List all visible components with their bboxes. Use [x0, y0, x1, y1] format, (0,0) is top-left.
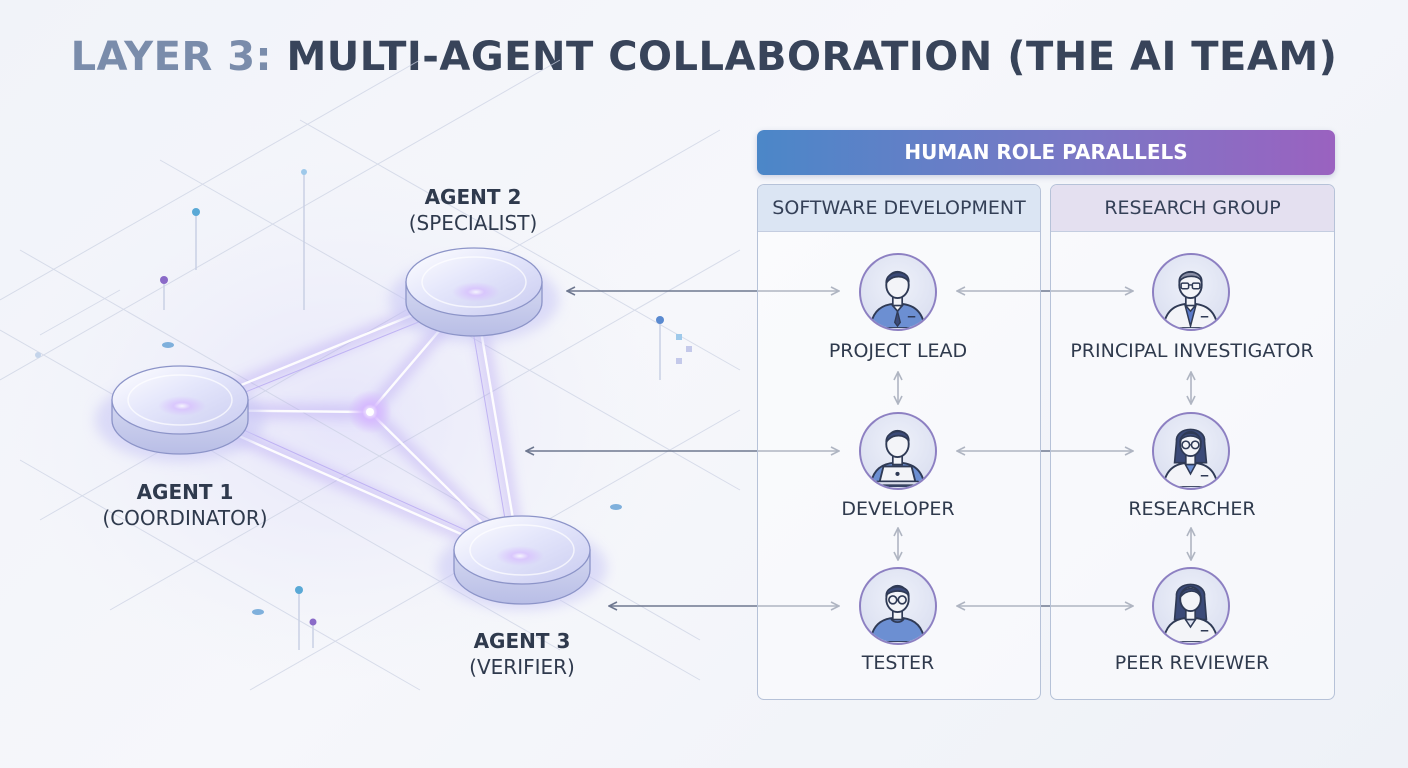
- research-group-header: RESEARCH GROUP: [1051, 185, 1334, 232]
- role-principal-investigator: PRINCIPAL INVESTIGATOR: [1070, 340, 1314, 362]
- agent-2-role: (SPECIALIST): [408, 211, 538, 235]
- agent-1-role: (COORDINATOR): [102, 506, 268, 530]
- role-developer: DEVELOPER: [841, 498, 955, 520]
- agent-2-label: AGENT 2 (SPECIALIST): [398, 184, 548, 236]
- role-peer-reviewer: PEER REVIEWER: [1114, 652, 1270, 674]
- agent-role-arrows: [527, 291, 1191, 606]
- agent-2-disc: [389, 247, 559, 342]
- page-title: LAYER 3: MULTI-AGENT COLLABORATION (THE …: [0, 34, 1408, 80]
- woman-glasses-icon: [1152, 412, 1230, 490]
- person-glasses-icon: [859, 567, 937, 645]
- role-researcher: RESEARCHER: [1128, 498, 1256, 520]
- agent-3-label: AGENT 3 (VERIFIER): [447, 628, 597, 680]
- agent-1-disc: [95, 365, 265, 462]
- person-glasses-coat-icon: [1152, 253, 1230, 331]
- role-tester: TESTER: [861, 652, 935, 674]
- role-project-lead: PROJECT LEAD: [828, 340, 968, 362]
- title-main: MULTI-AGENT COLLABORATION (THE AI TEAM): [286, 34, 1338, 80]
- person-tie-icon: [859, 253, 937, 331]
- agent-3-disc: [437, 515, 607, 610]
- person-laptop-icon: [859, 412, 937, 490]
- decorative-pins: [35, 169, 692, 650]
- woman-icon: [1152, 567, 1230, 645]
- agent-1-name: AGENT 1: [136, 480, 234, 504]
- agent-3-role: (VERIFIER): [469, 655, 575, 679]
- agent-1-label: AGENT 1 (COORDINATOR): [90, 479, 280, 531]
- title-prefix: LAYER 3:: [70, 34, 273, 80]
- software-development-header: SOFTWARE DEVELOPMENT: [758, 185, 1040, 232]
- agent-3-name: AGENT 3: [473, 629, 571, 653]
- agent-2-name: AGENT 2: [424, 185, 522, 209]
- human-role-parallels-banner: HUMAN ROLE PARALLELS: [757, 130, 1335, 175]
